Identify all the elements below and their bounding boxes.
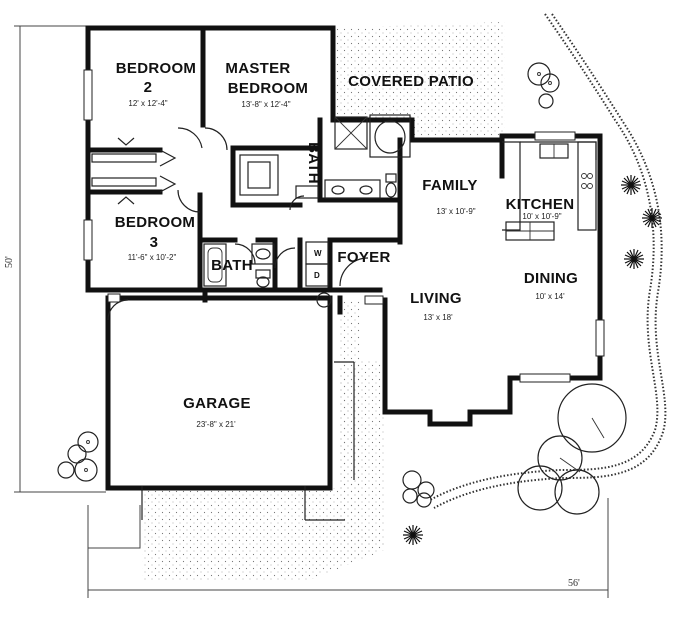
bedroom2-label-line2: 2 [144,79,153,96]
dimension-lines [14,25,609,598]
master-dims: 13'-8" x 12'-4" [241,100,290,109]
bedroom2-label-line1: BEDROOM [116,60,196,77]
kitchen-counters [502,141,597,241]
living-dims: 13' x 18' [423,313,453,322]
closets [91,153,279,196]
tree-cluster-west [57,431,99,482]
shrubs [403,175,662,545]
foyer-label: FOYER [337,249,390,266]
paving [142,22,505,580]
dining-label: DINING [524,270,578,287]
hall-bath-fixtures [203,243,275,288]
family-label: FAMILY [422,177,477,194]
garage-details [141,361,355,521]
interior-walls [85,27,505,293]
hall-bath-label: BATH [211,257,253,274]
tree-cluster-se [517,383,627,515]
bedroom3-label-line2: 3 [150,234,159,251]
dryer-label: D [314,271,320,280]
garage-dims: 23'-8" x 21' [196,420,236,429]
dining-dims: 10' x 14' [535,292,565,301]
width-dimension: 56' [568,578,580,589]
bedroom3-label-line1: BEDROOM [115,214,195,231]
landscape-curve [429,13,667,509]
living-label: LIVING [410,290,462,307]
tree-cluster-south [402,470,435,508]
washer-label: W [314,249,322,258]
kitchen-label: KITCHEN [506,196,575,213]
garage-label: GARAGE [183,395,251,412]
patio-label: COVERED PATIO [348,73,474,90]
depth-dimension: 50' [4,256,15,268]
bedroom3-dims: 11'-6" x 10'-2" [128,253,177,262]
tree-cluster-ne [527,62,560,109]
master-bath-label: BATH [305,142,322,184]
master-label-line2: BEDROOM [228,80,308,97]
doors [107,127,369,321]
windows [83,69,605,383]
master-label-line1: MASTER [225,60,290,77]
master-bath-fixtures [295,114,411,199]
bedroom2-dims: 12' x 12'-4" [128,99,167,108]
laundry [305,241,329,287]
kitchen-dims: 10' x 10'-9" [522,212,561,221]
family-dims: 13' x 10'-9" [436,207,475,216]
